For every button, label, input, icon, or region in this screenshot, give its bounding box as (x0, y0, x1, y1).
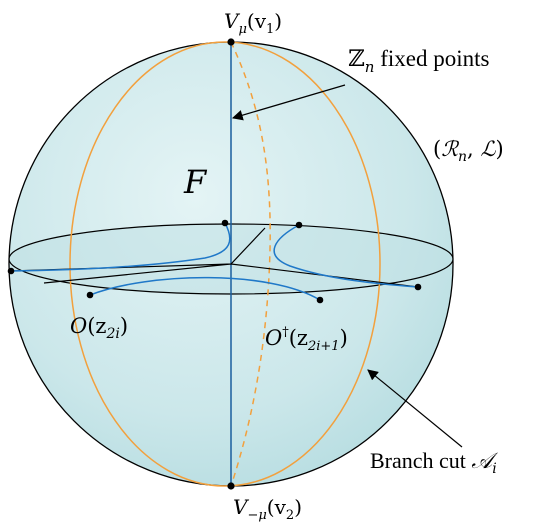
point-op-right (316, 296, 324, 304)
branch-cut-arrow (367, 369, 463, 448)
label-operator-left: O(z2i) (70, 314, 128, 342)
orange-dashed-meridian (230, 41, 271, 487)
point-left-rim (7, 267, 15, 275)
blue-curve-upper-right (273, 224, 419, 288)
label-region-F: F (183, 163, 208, 201)
label-bottom-point: V−μ(v2) (233, 495, 302, 523)
point-upper-center (221, 219, 229, 227)
point-op-left (86, 291, 94, 299)
label-top-point: Vμ(v1) (224, 9, 282, 37)
label-surface: (ℛn, ℒ) (433, 137, 504, 165)
point-upper-right (295, 221, 303, 229)
label-branch-cut: Branch cut 𝒜i (370, 448, 498, 477)
point-bottom (227, 482, 235, 490)
label-operator-right: O†(z2i+1) (265, 325, 348, 354)
blue-curve-upper-left (10, 222, 231, 272)
fixed-points-arrow (231, 84, 346, 121)
point-right-rim (414, 283, 422, 291)
blue-curve-lower (89, 276, 321, 301)
label-fixed-points: ℤn fixed points (348, 46, 490, 76)
point-top (227, 38, 235, 46)
orange-meridian (69, 41, 381, 487)
